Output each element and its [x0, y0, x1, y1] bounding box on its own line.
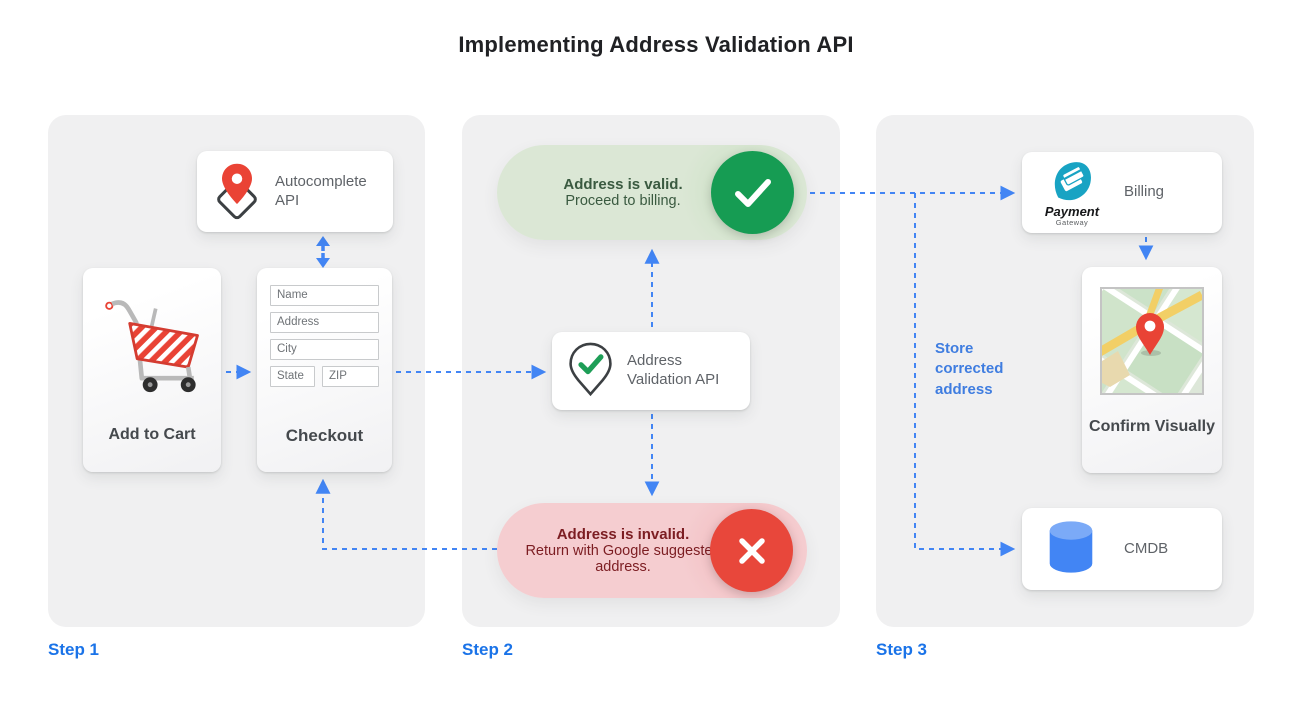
billing-label: Billing [1124, 183, 1165, 201]
checkout-label: Checkout [285, 426, 364, 445]
database-icon [1040, 517, 1102, 582]
invalid-title: Address is invalid. [556, 526, 690, 543]
shopping-cart-icon [96, 290, 208, 399]
pin-check-icon [568, 341, 613, 402]
map-thumbnail [1012, 200, 1292, 482]
valid-subtitle: Proceed to billing. [565, 193, 681, 209]
step3-label: Step 3 [876, 640, 928, 659]
address-valid-pill: Address is valid. Proceed to billing. [497, 145, 807, 240]
x-icon [710, 509, 793, 592]
store-corrected-address-note: Store corrected address [935, 340, 1004, 398]
checkout-node: Name Address City State ZIP Checkout [257, 268, 392, 472]
cmdb-label: CMDB [1124, 539, 1169, 557]
address-field: Address [270, 312, 379, 333]
add-to-cart-label: Add to Cart [108, 426, 196, 443]
zip-field: ZIP [322, 366, 379, 387]
name-field: Name [270, 285, 379, 306]
check-icon [711, 151, 794, 234]
map-pin-diamond-icon [207, 157, 267, 226]
invalid-subtitle: Return with Google suggested address. [525, 543, 721, 575]
valid-title: Address is valid. [563, 176, 683, 193]
payment-gateway-icon: Payment Gateway [1036, 158, 1108, 227]
address-validation-api-label: Address Validation API [627, 352, 720, 388]
payment-gateway-logo-subtitle: Gateway [1055, 218, 1089, 228]
confirm-visually-node: Confirm Visually [1012, 200, 1292, 482]
address-invalid-pill: Address is invalid. Return with Google s… [497, 503, 807, 598]
step1-label: Step 1 [48, 640, 100, 659]
address-validation-api-node: Address Validation API [552, 332, 750, 410]
state-field: State [270, 366, 315, 387]
page-title: Implementing Address Validation API [458, 32, 854, 57]
autocomplete-api-label: Autocomplete API [275, 172, 367, 209]
payment-gateway-logo-title: Payment [1044, 204, 1100, 220]
cmdb-node: CMDB [1022, 508, 1222, 590]
autocomplete-api-node: Autocomplete API [197, 151, 393, 232]
add-to-cart-node: Add to Cart [83, 268, 221, 472]
billing-node: Payment Gateway Billing [1022, 152, 1222, 233]
confirm-visually-label: Confirm Visually [1089, 418, 1215, 435]
step2-label: Step 2 [462, 640, 514, 659]
city-field: City [270, 339, 379, 360]
